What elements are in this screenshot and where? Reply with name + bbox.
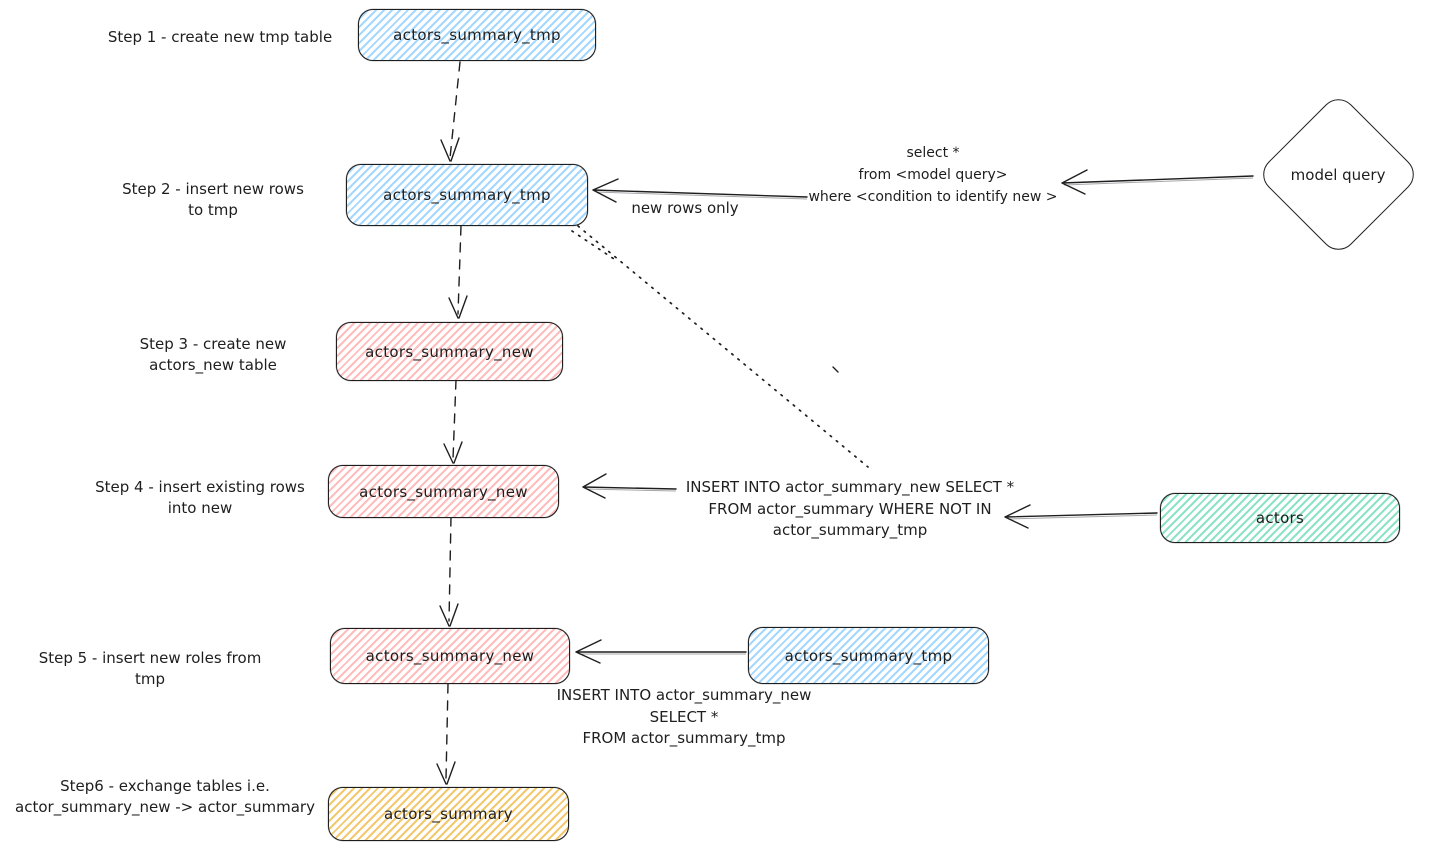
step1-label: Step 1 - create new tmp table xyxy=(85,27,355,48)
arrow-step5-to-step6 xyxy=(445,683,449,780)
dotted-stub xyxy=(571,230,615,260)
arrow-step4-to-step5 xyxy=(448,516,452,622)
new-rows-only-label: new rows only xyxy=(631,199,739,217)
arrow-echo xyxy=(1063,177,1254,186)
step2-label-line2: to tmp xyxy=(188,201,238,219)
insert-from-tmp-sql-line2: SELECT * xyxy=(649,707,719,726)
arrow-echo xyxy=(1007,514,1158,520)
arrow-actors-to-sql xyxy=(1004,504,1158,529)
arrowhead-step2-to-step3 xyxy=(448,295,468,319)
arrow-step2-to-step3 xyxy=(457,225,462,315)
node-label: actors_summary_new xyxy=(365,342,534,361)
insert-from-tmp-sql-line1: INSERT INTO actor_summary_new xyxy=(556,686,812,704)
arrow-model-query-to-sql xyxy=(1061,169,1254,195)
step2-label-line1: Step 2 - insert new rows xyxy=(122,180,304,198)
insert-from-tmp-sql-line3: FROM actor_summary_tmp xyxy=(582,729,786,747)
node-step5-actors-summary-new: actors_summary_new xyxy=(330,628,570,684)
node-step2-actors-summary-tmp: actors_summary_tmp xyxy=(346,164,588,226)
step2-label: Step 2 - insert new rows to tmp xyxy=(108,179,318,221)
step4-label-line2: into new xyxy=(167,499,233,517)
node-step6-actors-summary: actors_summary xyxy=(328,787,569,841)
step4-label-line1: Step 4 - insert existing rows xyxy=(95,478,305,496)
model-query-sql-line3: where <condition to identify new > xyxy=(808,189,1058,205)
step5-label: Step 5 - insert new roles from tmp xyxy=(28,648,272,690)
arrow-sql-to-step2 xyxy=(592,178,808,203)
step4-label: Step 4 - insert existing rows into new xyxy=(85,477,315,519)
model-query-sql-line1: select * xyxy=(906,145,960,161)
arrow-step1-to-step2 xyxy=(449,61,461,159)
node-label: actors_summary_tmp xyxy=(383,186,551,204)
node-actors: actors xyxy=(1160,493,1400,543)
arrow-echo xyxy=(585,488,677,492)
step6-label-line1: Step6 - exchange tables i.e. xyxy=(60,777,270,795)
step6-label: Step6 - exchange tables i.e. actor_summa… xyxy=(5,776,325,818)
dotted-line-step2-to-insert-sql xyxy=(577,225,869,468)
node-label: actors xyxy=(1255,509,1305,527)
arrowhead-step4-to-step5 xyxy=(439,603,459,627)
arrow-step3-to-step4 xyxy=(452,379,457,460)
node-label: actors_summary_tmp xyxy=(784,646,953,665)
step1-label-line1: Step 1 - create new tmp table xyxy=(107,28,333,46)
arrow-tmp-to-step5 xyxy=(575,639,747,664)
insert-existing-sql-line2: FROM actor_summary WHERE NOT IN xyxy=(708,499,992,518)
model-query-sql-line2: from <model query> xyxy=(858,167,1008,183)
arrowhead-step1-to-step2 xyxy=(440,137,460,162)
insert-existing-sql-line3: actor_summary_tmp xyxy=(772,521,928,539)
step3-label-line1: Step 3 - create new xyxy=(139,335,287,353)
step3-label: Step 3 - create new actors_new table xyxy=(105,334,321,376)
node-step3-actors-summary-new: actors_summary_new xyxy=(336,322,563,381)
node-label: model query xyxy=(1291,165,1386,184)
node-label: actors_summary_tmp xyxy=(393,26,561,44)
step5-label-line1: Step 5 - insert new roles from tmp xyxy=(38,649,262,688)
arrow-echo xyxy=(595,191,808,200)
node-step1-actors-summary-tmp: actors_summary_tmp xyxy=(358,9,596,61)
arrow-sql-to-step4 xyxy=(582,473,677,499)
insert-from-tmp-sql-text: INSERT INTO actor_summary_new SELECT * F… xyxy=(534,685,834,750)
insert-existing-sql-text: INSERT INTO actor_summary_new SELECT * F… xyxy=(675,477,1025,542)
node-step4-actors-summary-new: actors_summary_new xyxy=(328,465,559,518)
node-label: actors_summary_new xyxy=(365,647,535,665)
tiny-mark xyxy=(832,366,839,373)
arrowhead-step3-to-step4 xyxy=(443,441,463,464)
node-label: actors_summary xyxy=(384,805,513,823)
arrowhead-step5-to-step6 xyxy=(436,761,456,785)
node-label: actors_summary_new xyxy=(359,482,528,501)
node-tmp-source-actors-summary-tmp: actors_summary_tmp xyxy=(748,627,989,684)
step6-label-line2: actor_summary_new -> actor_summary xyxy=(15,798,315,816)
model-query-sql-text: select * from <model query> where <condi… xyxy=(783,142,1083,208)
step3-label-line2: actors_new table xyxy=(149,356,277,374)
insert-existing-sql-line1: INSERT INTO actor_summary_new SELECT * xyxy=(685,478,1015,496)
